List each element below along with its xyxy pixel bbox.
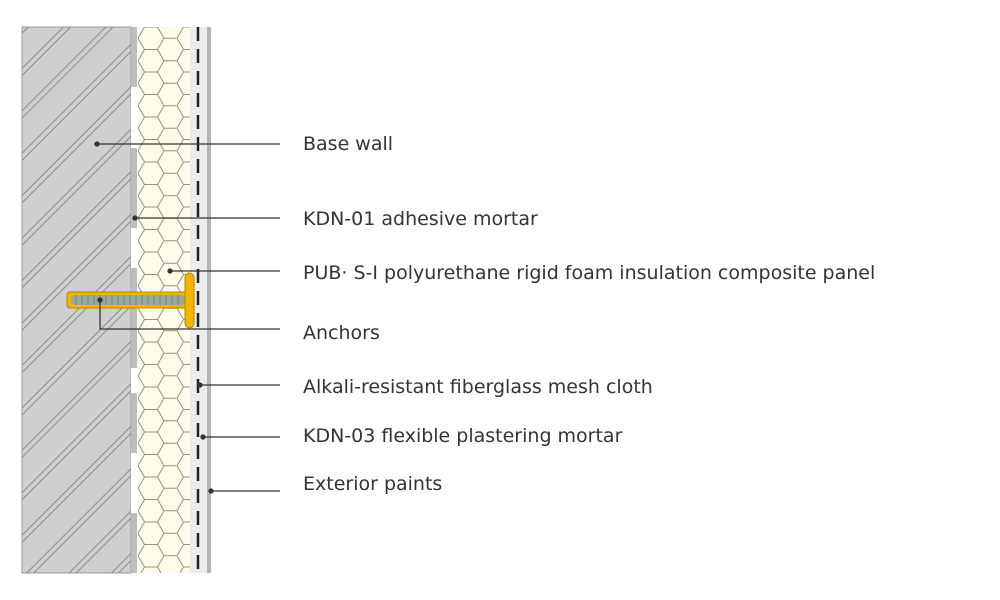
label-anchors: Anchors — [303, 322, 380, 344]
label-plastering-mortar: KDN-03 flexible plastering mortar — [303, 425, 623, 447]
label-mesh-cloth: Alkali-resistant fiberglass mesh cloth — [303, 376, 653, 398]
exterior-paint-layer — [207, 27, 211, 573]
label-base-wall: Base wall — [303, 133, 394, 155]
leader-lines — [94, 141, 280, 494]
label-insulation-panel: PUB· S-I polyurethane rigid foam insulat… — [303, 262, 876, 284]
label-adhesive-mortar: KDN-01 adhesive mortar — [303, 208, 538, 230]
label-exterior-paints: Exterior paints — [303, 473, 443, 495]
